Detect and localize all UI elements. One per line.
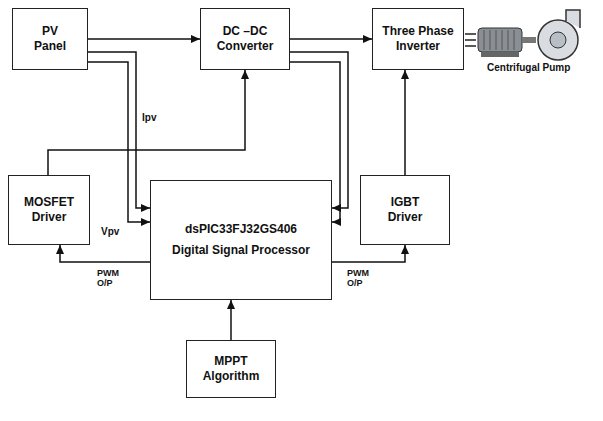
signal-connector	[48, 70, 245, 175]
driver-box: MOSFET Driver	[8, 175, 90, 245]
converter-box: DC –DC Converter	[200, 8, 290, 70]
coupling-shaft	[522, 37, 536, 43]
inverter-box: Three Phase Inverter	[372, 8, 464, 70]
box-title: MPPT Algorithm	[196, 354, 266, 384]
pwm-output-label: PWM O/P	[346, 268, 382, 289]
motor-base	[481, 52, 519, 57]
algorithm-box: MPPT Algorithm	[186, 340, 276, 398]
box-subtitle: Digital Signal Processor	[172, 243, 310, 258]
box-title: Three Phase Inverter	[379, 24, 457, 54]
pwm-output-label: PWM O/P	[96, 268, 132, 289]
motor-body	[478, 28, 522, 52]
box-title: PV Panel	[28, 24, 72, 54]
driver-box: IGBT Driver	[360, 175, 450, 245]
pump-impeller	[550, 32, 566, 48]
signal-connector	[60, 245, 150, 262]
output-wire	[465, 33, 476, 35]
pump-volute	[538, 20, 578, 60]
signal-connector	[404, 70, 406, 175]
signal-name: Ipv	[141, 112, 157, 124]
output-wire	[465, 39, 476, 41]
signal-name: Vpv	[100, 226, 120, 238]
pump-caption: Centrifugal Pump	[486, 62, 571, 74]
pump-outlet	[566, 10, 580, 28]
processor-box: dsPIC33FJ32GS406Digital Signal Processor	[150, 180, 332, 300]
box-title: DC –DC Converter	[209, 24, 281, 54]
signal-connector	[332, 245, 405, 262]
source-box: PV Panel	[12, 8, 88, 70]
signal-connector	[290, 38, 372, 40]
box-title: IGBT Driver	[377, 195, 433, 225]
box-title: MOSFET Driver	[18, 195, 80, 225]
output-wire	[465, 45, 476, 47]
signal-connector	[230, 300, 232, 340]
box-title: dsPIC33FJ32GS406	[185, 222, 297, 237]
signal-connector	[88, 52, 150, 208]
signal-connector	[88, 38, 200, 40]
signal-connector	[88, 62, 150, 222]
